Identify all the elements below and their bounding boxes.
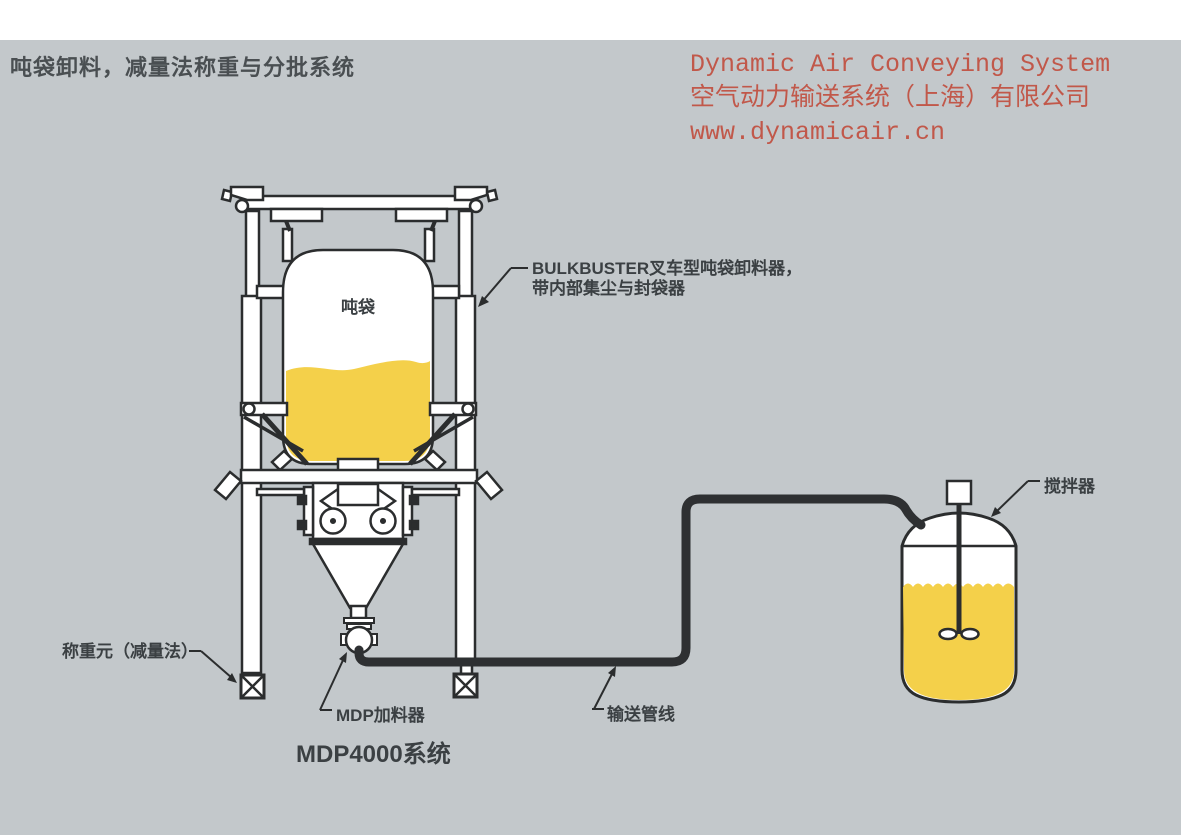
tank-liquid	[903, 583, 1014, 700]
leader-unloader	[478, 267, 528, 307]
unloader-feeder-body	[255, 481, 461, 546]
unloader-label-line1: BULKBUSTER叉车型吨袋卸料器，	[532, 258, 802, 278]
system-label: MDP4000系统	[296, 740, 451, 768]
leader-feeder	[319, 652, 347, 711]
mdp-feeder-valve	[340, 625, 378, 655]
agitator-label: 搅拌器	[1044, 476, 1096, 496]
brand-line-en: Dynamic Air Conveying System	[690, 50, 1111, 79]
brand-line-cn: 空气动力输送系统（上海）有限公司	[690, 84, 1091, 113]
brand-block: Dynamic Air Conveying System 空气动力输送系统（上海…	[690, 48, 1110, 150]
load-cell-left	[239, 673, 266, 700]
bulk-bag	[281, 248, 435, 466]
unloader-label-line2: 带内部集尘与封袋器	[532, 278, 686, 298]
diagram-background	[0, 40, 1181, 835]
conveying-pipe	[354, 494, 926, 667]
bag-straps	[281, 215, 439, 263]
leader-pipeline	[592, 666, 616, 710]
bag-label: 吨袋	[341, 297, 376, 317]
agitator	[938, 479, 980, 641]
feeder-label: MDP加料器	[336, 705, 426, 725]
mixing-tank	[900, 479, 1018, 704]
bag-support-linkage-left	[239, 401, 309, 472]
leader-lines	[189, 267, 1040, 711]
bag-support-linkage-right	[408, 401, 478, 472]
leader-load-cell	[189, 650, 237, 683]
load-cell-label: 称重元（减量法）	[62, 641, 198, 661]
bag-material	[286, 360, 430, 461]
brand-website: www.dynamicair.cn	[690, 118, 946, 147]
agitator-motor	[945, 479, 973, 506]
pipeline-label: 输送管线	[607, 704, 675, 724]
leader-agitator	[991, 480, 1040, 517]
frame-top-beam	[220, 185, 499, 223]
page-title: 吨袋卸料，减量法称重与分批系统	[10, 55, 356, 80]
load-cell-right	[452, 672, 479, 699]
discharge-cone	[310, 542, 406, 630]
